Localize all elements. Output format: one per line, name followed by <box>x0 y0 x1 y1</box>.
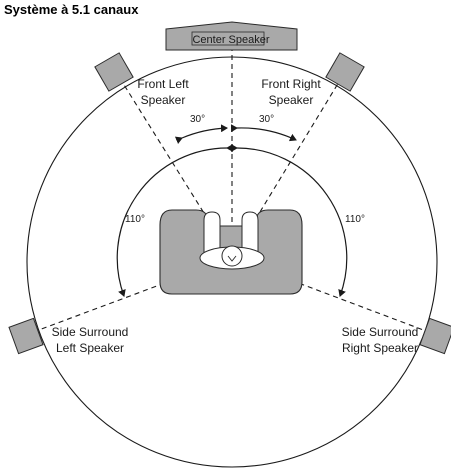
front-right-label-line1: Front Right <box>261 77 321 91</box>
front-right-angle-label: 30° <box>259 114 274 125</box>
side-right-label-line2: Right Speaker <box>342 341 418 355</box>
front-left-label-line2: Speaker <box>141 93 186 107</box>
side-left-speaker-icon <box>8 317 44 355</box>
listening-position <box>159 209 303 295</box>
listener-head-icon <box>221 245 243 267</box>
surround-left-angle-label: 110° <box>125 214 145 225</box>
front-right-label-line2: Speaker <box>269 93 314 107</box>
side-left-label-line2: Left Speaker <box>56 341 124 355</box>
surround-right-angle-label: 110° <box>345 214 365 225</box>
diagram-title: Système à 5.1 canaux <box>4 2 139 17</box>
front-left-angle-arc <box>174 124 228 145</box>
center-speaker-label: Center Speaker <box>192 34 269 46</box>
side-right-label-line1: Side Surround <box>342 325 419 339</box>
front-left-speaker-icon <box>94 52 134 92</box>
front-right-angle-arc <box>230 124 297 142</box>
surround-right-angle-arc <box>230 143 348 297</box>
front-right-speaker-icon <box>325 52 365 92</box>
front-left-speaker: Front Left Speaker <box>94 52 189 107</box>
front-left-angle-label: 30° <box>190 114 205 125</box>
front-right-speaker: Front Right Speaker <box>261 52 365 107</box>
side-left-label-line1: Side Surround <box>52 325 129 339</box>
side-right-speaker: Side Surround Right Speaker <box>342 317 451 355</box>
surround-left-angle-arc <box>116 143 234 297</box>
front-left-label-line1: Front Left <box>137 77 189 91</box>
side-left-speaker: Side Surround Left Speaker <box>8 317 129 355</box>
side-right-speaker-icon <box>419 317 451 355</box>
center-speaker: Center Speaker <box>165 21 298 51</box>
